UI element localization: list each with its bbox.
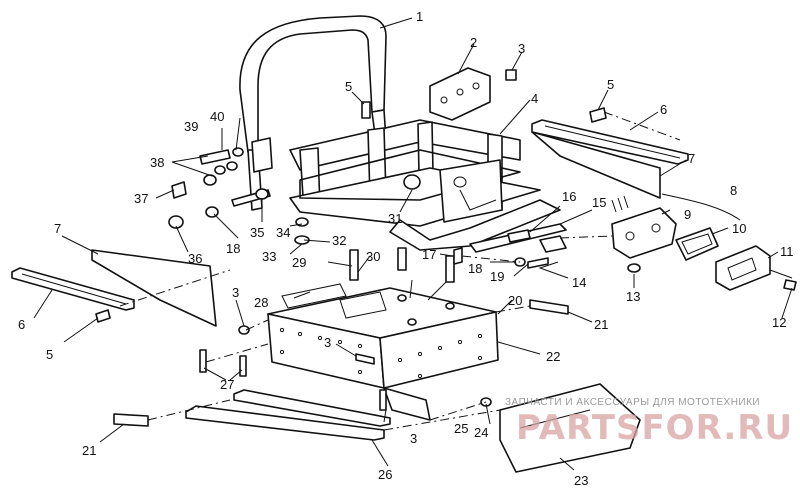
bracket-plate — [429, 67, 491, 121]
callout-7: 7 — [688, 151, 696, 166]
callout-37: 37 — [134, 191, 149, 206]
callout-6: 6 — [660, 102, 668, 117]
callout-4: 4 — [531, 91, 539, 106]
left-side-panel — [11, 249, 217, 327]
callout-1: 1 — [416, 9, 424, 24]
callout-23: 23 — [574, 473, 589, 488]
watermark-brand: PARTSFOR.RU — [516, 408, 794, 448]
callout-3: 3 — [324, 335, 332, 350]
callout-21: 21 — [594, 317, 609, 332]
callout-27: 27 — [220, 377, 235, 392]
callout-20: 20 — [508, 293, 523, 308]
callout-30: 30 — [366, 249, 381, 264]
callout-26: 26 — [378, 467, 393, 482]
callout-34: 34 — [276, 225, 291, 240]
callout-3: 3 — [410, 431, 418, 446]
callout-10: 10 — [732, 221, 747, 236]
callout-3: 3 — [232, 285, 240, 300]
callout-8: 8 — [730, 183, 738, 198]
callout-18: 18 — [226, 241, 241, 256]
callout-40: 40 — [210, 109, 225, 124]
callout-17: 17 — [422, 247, 437, 262]
callout-5: 5 — [607, 77, 615, 92]
skid-plate — [499, 383, 641, 473]
callout-14: 14 — [572, 275, 587, 290]
callout-19: 19 — [490, 269, 505, 284]
watermark-caption: ЗАПЧАСТИ И АКСЕССУАРЫ ДЛЯ МОТОТЕХНИКИ — [505, 397, 761, 408]
callout-32: 32 — [332, 233, 347, 248]
callout-5: 5 — [46, 347, 54, 362]
skid-rails — [185, 389, 391, 441]
callout-24: 24 — [474, 425, 489, 440]
callout-35: 35 — [250, 225, 265, 240]
leader-lines — [33, 17, 793, 471]
callout-11: 11 — [780, 244, 794, 259]
callout-6: 6 — [18, 317, 26, 332]
callout-38: 38 — [150, 155, 165, 170]
callout-9: 9 — [684, 207, 692, 222]
callout-36: 36 — [188, 251, 203, 266]
callout-5: 5 — [345, 79, 353, 94]
tail-light-assembly — [611, 195, 793, 291]
callout-22: 22 — [546, 349, 561, 364]
right-side-panel — [531, 131, 661, 199]
rack-frame — [289, 119, 561, 251]
fasteners — [95, 69, 797, 411]
callout-13: 13 — [626, 289, 641, 304]
light-group-brace — [661, 193, 741, 221]
callout-29: 29 — [292, 255, 307, 270]
callout-16: 16 — [562, 189, 577, 204]
callout-15: 15 — [592, 195, 607, 210]
callout-18: 18 — [468, 261, 483, 276]
callout-12: 12 — [772, 315, 787, 330]
callout-3: 3 — [518, 41, 526, 56]
side-bracket — [251, 137, 273, 173]
callout-21: 21 — [82, 443, 97, 458]
callout-33: 33 — [262, 249, 277, 264]
callout-25: 25 — [454, 421, 469, 436]
wear-strip-right — [529, 299, 569, 315]
callout-7: 7 — [54, 221, 62, 236]
wear-strip-left — [113, 413, 149, 427]
hitch-bar — [469, 223, 567, 253]
callout-31: 31 — [388, 211, 403, 226]
callout-2: 2 — [470, 35, 478, 50]
callout-39: 39 — [184, 119, 199, 134]
callout-28: 28 — [254, 295, 269, 310]
storage-box — [267, 283, 499, 421]
